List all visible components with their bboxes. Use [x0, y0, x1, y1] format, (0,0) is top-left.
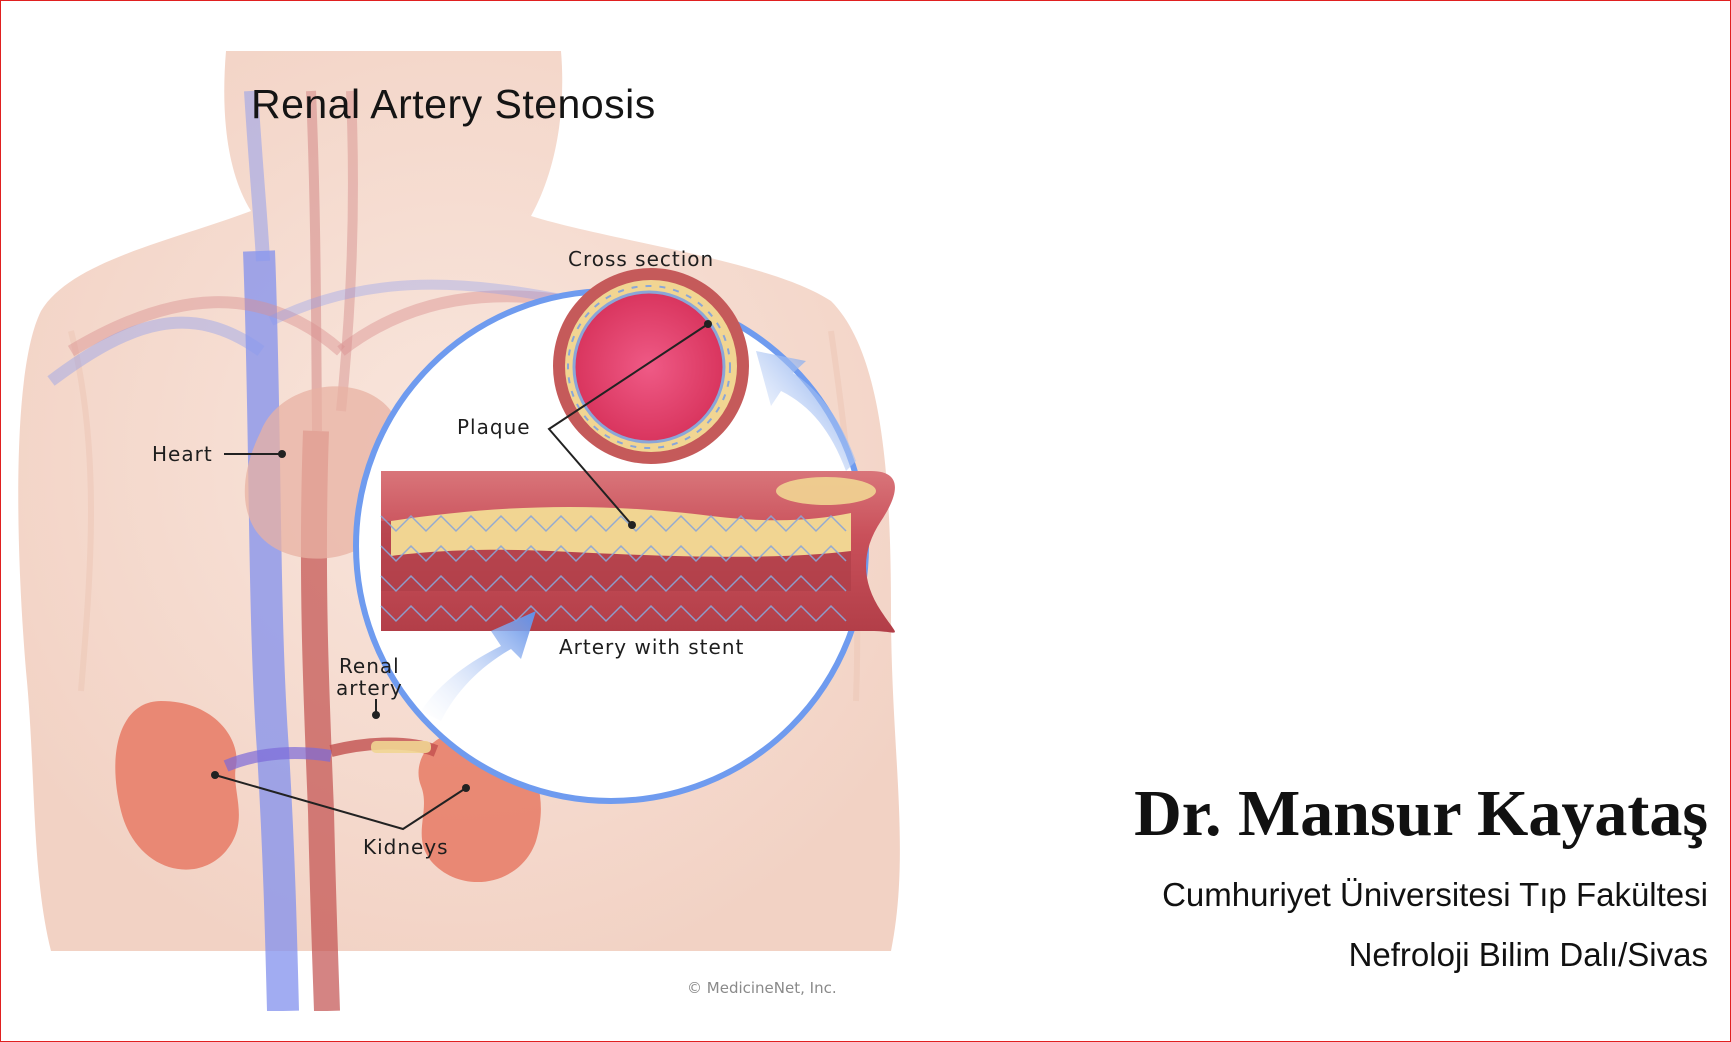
heart-label: Heart	[152, 442, 213, 466]
kidneys-label: Kidneys	[363, 835, 449, 859]
affiliation-line-1: Cumhuriyet Üniversitesi Tıp Fakültesi	[1162, 876, 1708, 914]
author-name: Dr. Mansur Kayataş	[1134, 776, 1708, 852]
figure-title: Renal Artery Stenosis	[251, 81, 656, 128]
plaque-label: Plaque	[457, 415, 531, 439]
stented-artery	[381, 471, 895, 633]
renal-artery-label-line1: Renal	[336, 655, 403, 677]
renal-artery-label: Renal artery	[336, 655, 403, 699]
copyright-notice: © MedicineNet, Inc.	[687, 979, 837, 997]
renal-artery-label-line2: artery	[336, 677, 403, 699]
artery-with-stent-label: Artery with stent	[559, 635, 744, 659]
cross-section-label: Cross section	[568, 247, 714, 271]
renal-artery-figure: Renal Artery Stenosis Cross section Plaq…	[11, 51, 981, 1011]
cross-section-diagram	[553, 268, 749, 464]
anatomy-illustration	[11, 51, 981, 1011]
affiliation-line-2: Nefroloji Bilim Dalı/Sivas	[1349, 936, 1708, 974]
